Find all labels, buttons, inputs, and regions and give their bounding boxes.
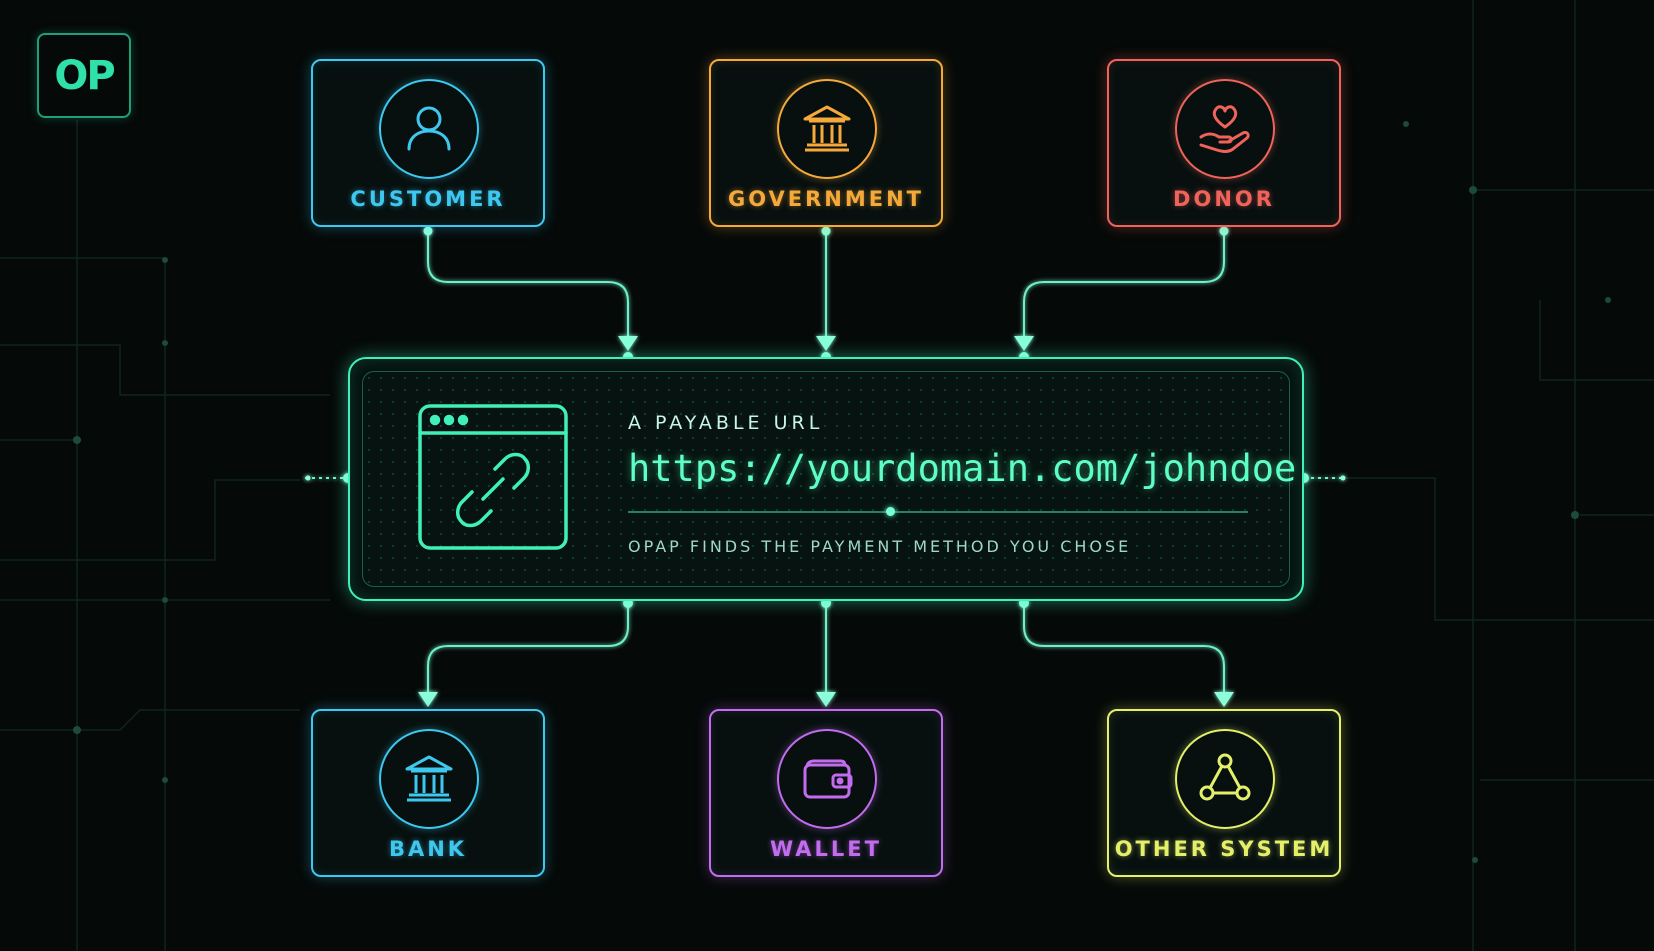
wire-customer <box>427 231 629 343</box>
browser-link-icon <box>418 404 568 550</box>
other-system-label: OTHER SYSTEM <box>1114 837 1334 861</box>
customer-label: CUSTOMER <box>350 187 506 211</box>
url-subtitle: OPAP FINDS THE PAYMENT METHOD YOU CHOSE <box>628 537 1132 556</box>
government-label: GOVERNMENT <box>727 187 924 211</box>
wallet-icon <box>803 759 853 799</box>
node-wallet: WALLET <box>709 709 943 877</box>
heart-hand-icon <box>1199 105 1250 153</box>
node-government: GOVERNMENT <box>709 59 943 227</box>
wallet-label: WALLET <box>770 837 882 861</box>
bank-icon <box>405 755 453 802</box>
bank-icon-ring <box>379 729 479 829</box>
user-icon <box>407 106 451 151</box>
url-divider-dot <box>886 507 895 516</box>
wire-other-system <box>1023 604 1225 697</box>
node-other-system: OTHER SYSTEM <box>1107 709 1341 877</box>
donor-label: DONOR <box>1173 187 1275 211</box>
customer-icon-ring <box>379 79 479 179</box>
url-caption: A PAYABLE URL <box>628 412 824 434</box>
government-icon-ring <box>777 79 877 179</box>
wallet-icon-ring <box>777 729 877 829</box>
payable-url[interactable]: https://yourdomain.com/johndoe <box>628 447 1297 490</box>
other-system-icon-ring <box>1175 729 1275 829</box>
op-logo: OP <box>37 33 131 118</box>
node-donor: DONOR <box>1107 59 1341 227</box>
wire-bank <box>427 604 629 697</box>
bank-label: BANK <box>388 837 468 861</box>
url-divider <box>628 511 1248 513</box>
node-bank: BANK <box>311 709 545 877</box>
network-icon <box>1199 753 1251 801</box>
wire-donor <box>1023 231 1225 343</box>
donor-icon-ring <box>1175 79 1275 179</box>
government-building-icon <box>803 105 851 152</box>
node-customer: CUSTOMER <box>311 59 545 227</box>
payable-url-panel: A PAYABLE URL https://yourdomain.com/joh… <box>348 357 1304 601</box>
